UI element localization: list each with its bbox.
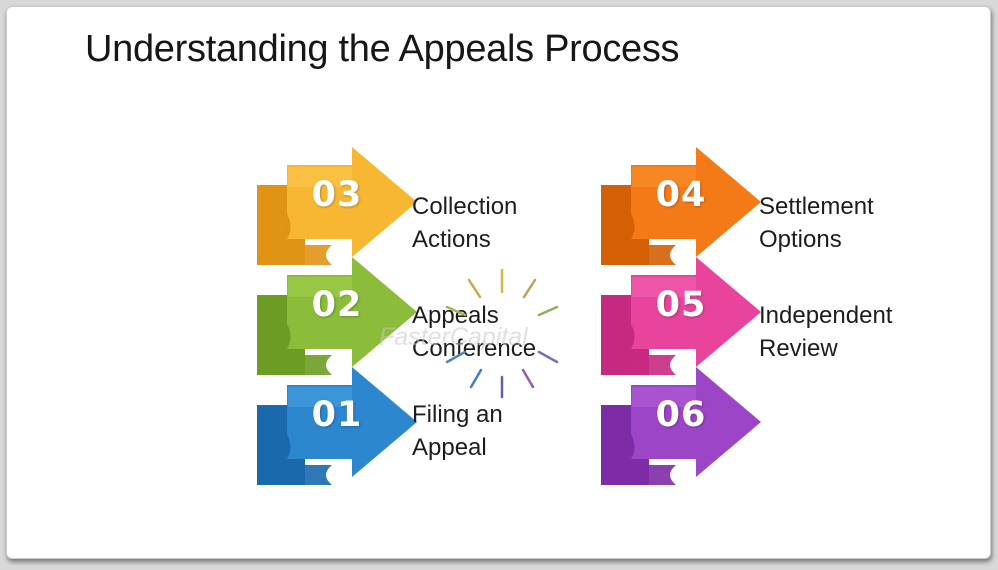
ribbon-curl — [282, 465, 332, 485]
ribbon-curl — [282, 355, 332, 375]
arrow-highlight — [632, 277, 696, 297]
step-04-label: Settlement Options — [759, 190, 874, 256]
step-number: 06 — [655, 395, 707, 435]
arrow-highlight — [632, 167, 696, 187]
step-number: 04 — [655, 175, 707, 215]
ribbon-roll — [624, 434, 635, 459]
step-06-arrow: 06 — [596, 367, 766, 485]
step-number: 03 — [311, 175, 363, 215]
ribbon-roll — [280, 214, 291, 239]
ribbon-roll — [624, 214, 635, 239]
label-line: Review — [759, 335, 838, 362]
label-line: Appeals — [412, 302, 499, 329]
label-line: Collection — [412, 193, 518, 220]
arrow-highlight — [288, 277, 352, 297]
step-01-arrow: 01 — [252, 367, 422, 485]
burst-decoration — [445, 268, 559, 399]
label-line: Actions — [412, 226, 491, 253]
ribbon-roll — [280, 324, 291, 349]
step-03-label: Collection Actions — [412, 190, 517, 256]
ribbon-curl — [626, 465, 676, 485]
arrow-highlight — [288, 167, 352, 187]
step-01-label: Filing an Appeal — [412, 398, 503, 464]
label-line: Conference — [412, 335, 537, 362]
ribbon-roll — [624, 324, 635, 349]
label-line: Settlement — [759, 193, 874, 220]
ribbon-curl — [626, 355, 676, 375]
step-number: 01 — [311, 395, 363, 435]
step-number: 05 — [655, 285, 707, 325]
arrow-highlight — [632, 387, 696, 407]
label-line: Options — [759, 226, 842, 253]
label-line: Appeal — [412, 434, 487, 461]
label-line: Independent — [759, 302, 893, 329]
slide: Understanding the Appeals Process 03 Col… — [6, 6, 991, 559]
page-title: Understanding the Appeals Process — [85, 28, 680, 70]
step-04-arrow: 04 — [596, 147, 766, 265]
step-02-label: Appeals Conference — [412, 299, 536, 365]
ribbon-curl — [626, 245, 676, 265]
label-line: Filing an — [412, 401, 503, 428]
ribbon-curl — [282, 245, 332, 265]
step-number: 02 — [311, 285, 363, 325]
step-03-arrow: 03 — [252, 147, 422, 265]
ribbon-roll — [280, 434, 291, 459]
step-05-arrow: 05 — [596, 257, 766, 375]
watermark-text: FasterCapital — [379, 323, 528, 351]
step-02-arrow: 02 — [252, 257, 422, 375]
arrow-highlight — [288, 387, 352, 407]
step-05-label: Independent Review — [759, 299, 892, 365]
